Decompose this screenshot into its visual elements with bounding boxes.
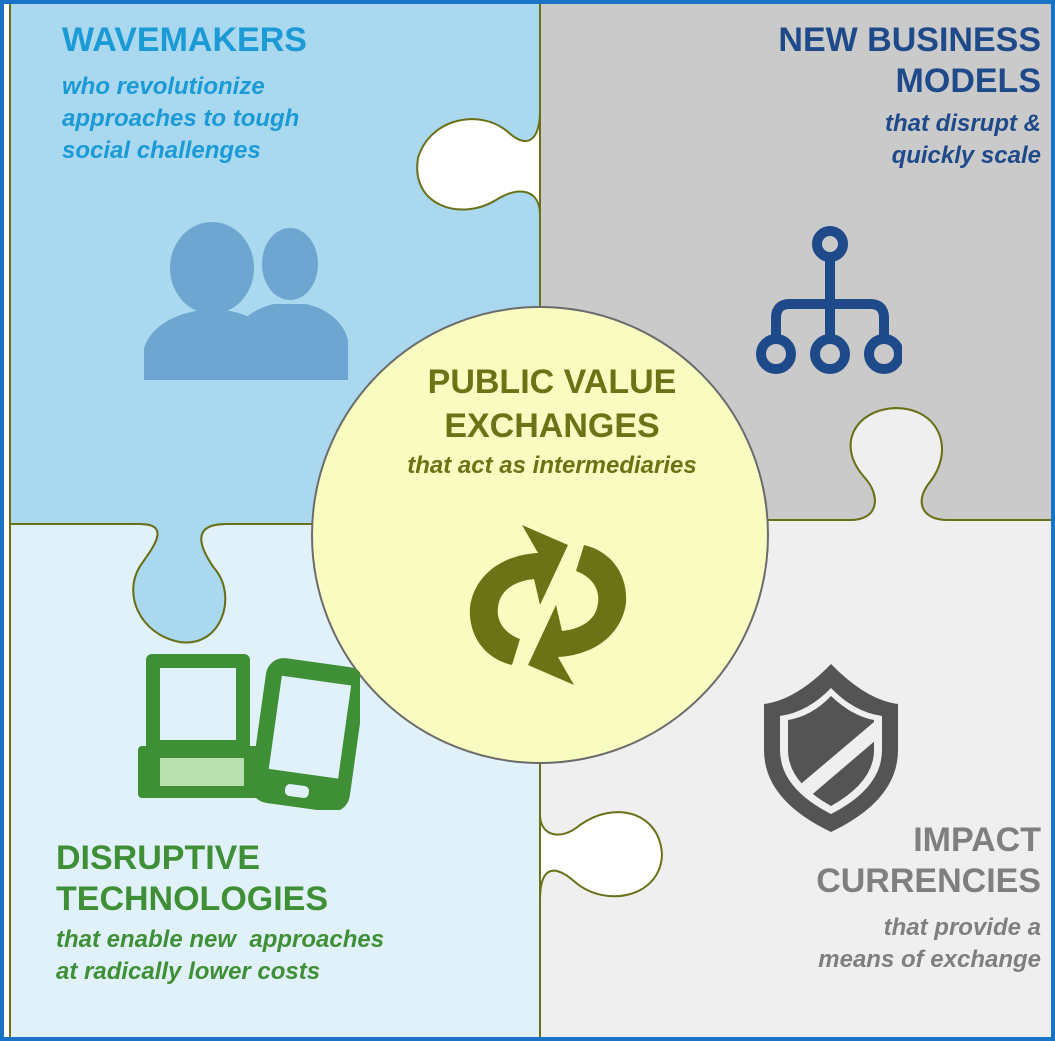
subtitle-line: means of exchange: [818, 946, 1041, 973]
wavemakers-subtitle: who revolutionize approaches to tough so…: [62, 71, 442, 167]
hierarchy-icon: [756, 226, 902, 374]
refresh-cycle-icon: [469, 525, 627, 685]
title-line: MODELS: [895, 62, 1041, 100]
disruptive-technologies-subtitle: that enable new approaches at radically …: [56, 924, 556, 988]
new-business-models-title: NEW BUSINESS MODELS: [601, 20, 1041, 102]
devices-icon: [138, 654, 360, 810]
title-line: IMPACT: [913, 821, 1041, 859]
public-value-exchanges-subtitle: that act as intermediaries: [407, 452, 697, 479]
disruptive-technologies-title: DISRUPTIVE TECHNOLOGIES: [56, 838, 556, 920]
wavemakers-label: WAVEMAKERS who revolutionize approaches …: [62, 20, 442, 167]
public-value-exchanges-title: PUBLIC VALUE EXCHANGES: [352, 360, 752, 448]
impact-currencies-label: IMPACT CURRENCIES that provide a means o…: [681, 820, 1041, 976]
wavemakers-subtitle-line: social challenges: [62, 137, 261, 164]
title-line: NEW BUSINESS: [778, 21, 1041, 59]
impact-currencies-title: IMPACT CURRENCIES: [681, 820, 1041, 902]
subtitle-line: at radically lower costs: [56, 958, 321, 985]
subtitle-line: that enable new approaches: [56, 926, 385, 953]
title-line: DISRUPTIVE: [56, 839, 261, 877]
wavemakers-subtitle-line: who revolutionize: [62, 73, 265, 100]
title-line: EXCHANGES: [444, 407, 660, 445]
title-line: PUBLIC VALUE: [427, 363, 677, 401]
subtitle-line: that provide a: [883, 914, 1041, 941]
people-icon: [144, 222, 348, 380]
title-line: CURRENCIES: [816, 862, 1041, 900]
shield-icon: [764, 664, 898, 832]
title-line: TECHNOLOGIES: [56, 880, 329, 918]
public-value-exchanges-label: PUBLIC VALUE EXCHANGES that act as inter…: [352, 360, 752, 482]
new-business-models-subtitle: that disrupt & quickly scale: [601, 108, 1041, 172]
wavemakers-subtitle-line: approaches to tough: [62, 105, 300, 132]
impact-currencies-subtitle: that provide a means of exchange: [681, 912, 1041, 976]
wavemakers-title: WAVEMAKERS: [62, 21, 307, 59]
subtitle-line: that disrupt &: [885, 110, 1041, 137]
subtitle-line: quickly scale: [891, 142, 1041, 169]
new-business-models-label: NEW BUSINESS MODELS that disrupt & quick…: [601, 20, 1041, 172]
disruptive-technologies-label: DISRUPTIVE TECHNOLOGIES that enable new …: [56, 838, 556, 988]
